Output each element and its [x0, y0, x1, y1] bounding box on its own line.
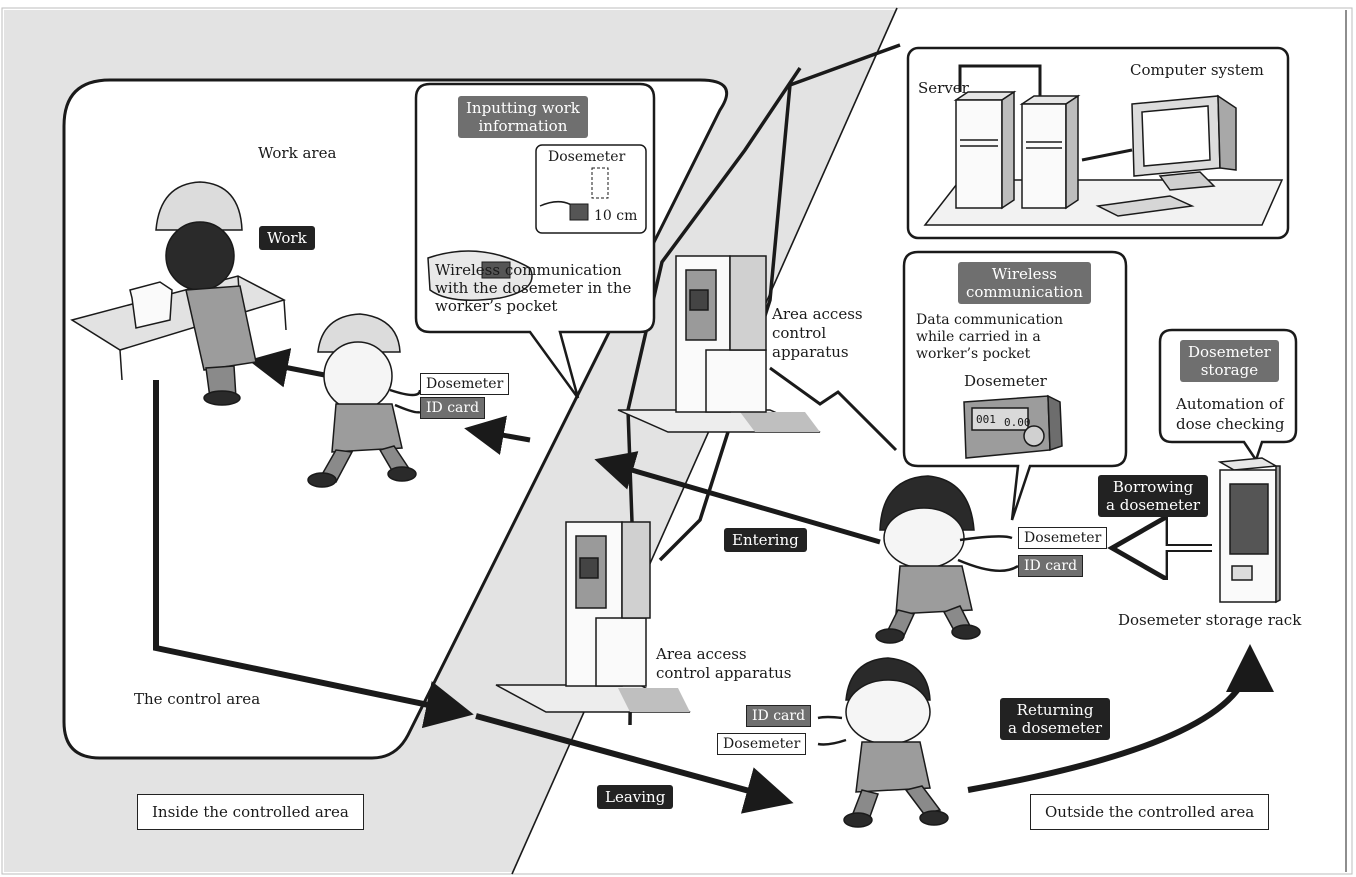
storage-desc-line-2: dose checking — [1176, 415, 1285, 433]
storage-header-line-1: Dosemeter — [1188, 343, 1271, 361]
storage-desc-line-1: Automation of — [1176, 395, 1284, 413]
server-tower-2 — [1019, 94, 1081, 210]
input-desc-line-1: Wireless communication — [435, 261, 622, 279]
upper-apparatus-line-2: control — [772, 324, 827, 342]
dosemeter-inset — [535, 144, 647, 234]
worker-leaving — [843, 657, 949, 828]
wireless-desc-line-2: while carried in a — [916, 329, 1041, 345]
server-label: Server — [918, 79, 969, 97]
wireless-callout-bubble — [902, 250, 1128, 521]
computer-system-title: Computer system — [1130, 61, 1264, 79]
dosemeter-outline-icon — [591, 167, 609, 199]
worker-walking-inside — [307, 313, 417, 488]
returning-label: Returning a dosemeter — [1000, 698, 1111, 740]
lower-apparatus-line-1: Area access — [656, 645, 747, 663]
storage-header-line-2: storage — [1200, 361, 1259, 379]
server-tower-1 — [953, 90, 1017, 210]
inside-id-card-tag: ID card — [420, 397, 486, 419]
outside-zone-label: Outside the controlled area — [1030, 794, 1270, 830]
inside-dosemeter-tag: Dosemeter — [420, 373, 510, 395]
zone-boundary — [511, 7, 898, 875]
upper-apparatus-line-1: Area access — [772, 305, 863, 323]
lower-apparatus-line-2: control apparatus — [656, 664, 792, 682]
dosemeter-device-icon — [569, 203, 589, 221]
upper-apparatus-line-3: apparatus — [772, 343, 849, 361]
arrow-exit-route — [153, 380, 474, 729]
borrowing-label: Borrowing a dosemeter — [1098, 475, 1209, 517]
lanyard-leaving — [817, 715, 847, 746]
wireless-lightning-icon — [769, 366, 898, 452]
worker-entering — [875, 475, 981, 644]
lower-access-apparatus — [495, 521, 691, 713]
wireless-callout-header: Wireless communication — [958, 262, 1091, 304]
input-desc-line-2: with the dosemeter in the — [435, 279, 632, 297]
borrowing-line-1: Borrowing — [1112, 478, 1194, 496]
entering-id-card-tag: ID card — [1018, 555, 1084, 577]
wireless-desc-line-1: Data communication — [916, 312, 1064, 328]
wireless-header-line-1: Wireless — [991, 265, 1057, 283]
input-header-line-1: Inputting work — [466, 99, 580, 117]
control-area-label: The control area — [134, 690, 261, 708]
arrow-entering — [594, 451, 881, 545]
dosemeter-storage-rack — [1217, 457, 1281, 604]
leaving-dosemeter-tag: Dosemeter — [717, 733, 807, 755]
storage-callout-header: Dosemeter storage — [1180, 340, 1279, 382]
borrowing-line-2: a dosemeter — [1106, 496, 1201, 514]
lanyard-entering — [957, 535, 1019, 572]
computer-monitor — [1095, 94, 1237, 217]
dosemeter-display-id: 001 — [976, 413, 996, 426]
monitor-network-line — [1081, 148, 1133, 162]
leaving-label: Leaving — [597, 785, 674, 809]
leaving-id-card-tag: ID card — [746, 705, 812, 727]
wireless-header-line-2: communication — [966, 283, 1083, 301]
arrow-returning — [967, 644, 1274, 793]
dosemeter-device — [963, 394, 1063, 459]
inside-zone-label: Inside the controlled area — [137, 794, 364, 830]
work-area-label: Work area — [258, 144, 337, 162]
work-label: Work — [259, 226, 315, 250]
inset-dosemeter-label: Dosemeter — [548, 149, 626, 165]
wireless-desc-line-3: worker’s pocket — [916, 346, 1031, 362]
wireless-dosemeter-label: Dosemeter — [964, 372, 1047, 390]
reader-device-icon — [481, 261, 511, 279]
distance-label: 10 cm — [594, 208, 638, 224]
dosemeter-display-dose: 0.00 — [1004, 416, 1031, 429]
gate-lane-line — [658, 43, 901, 562]
returning-line-2: a dosemeter — [1008, 719, 1103, 737]
lanyard-inside — [389, 388, 422, 414]
entering-dosemeter-tag: Dosemeter — [1018, 527, 1108, 549]
input-callout-header: Inputting work information — [458, 96, 588, 138]
entering-label: Entering — [724, 528, 807, 552]
worker-at-table — [155, 181, 257, 406]
arrow-leaving — [475, 713, 794, 814]
upper-access-apparatus — [617, 255, 821, 433]
returning-line-1: Returning — [1016, 701, 1094, 719]
storage-rack-label: Dosemeter storage rack — [1118, 611, 1302, 629]
arrow-gate-to-worker — [464, 415, 531, 455]
server-network-line — [958, 64, 1042, 96]
input-header-line-2: information — [478, 117, 568, 135]
input-desc-line-3: worker’s pocket — [435, 297, 558, 315]
